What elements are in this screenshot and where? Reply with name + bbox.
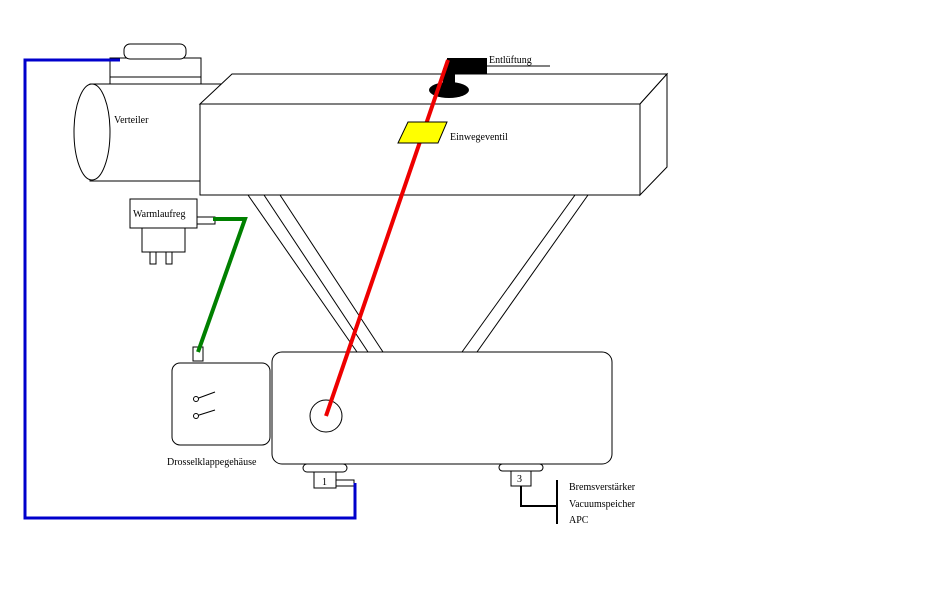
consumer-bremsverstaerker: Bremsverstärker bbox=[569, 482, 636, 493]
consumer-vacuumspeicher: Vacuumspeicher bbox=[569, 499, 636, 510]
intake-plenum bbox=[198, 72, 669, 197]
einwegeventil-label: Einwegeventil bbox=[450, 132, 508, 143]
red-hose bbox=[324, 59, 450, 417]
consumer-apc: APC bbox=[569, 515, 589, 526]
verteiler-label: Verteiler bbox=[114, 115, 149, 126]
green-hose bbox=[196, 217, 248, 353]
port-1-label: 1 bbox=[322, 477, 327, 488]
blue-hose bbox=[23, 58, 357, 520]
intake-runners bbox=[247, 194, 589, 353]
vacuum-port-3 bbox=[498, 463, 544, 487]
intake-collector bbox=[271, 351, 613, 465]
vacuum-port-1 bbox=[302, 463, 355, 489]
port-3-label: 3 bbox=[517, 474, 522, 485]
port-3-line bbox=[520, 480, 558, 524]
entlueftung-label: Entlüftung bbox=[489, 55, 532, 66]
vent-fitting bbox=[429, 58, 550, 98]
drosselklappe-label: Drosselklappegehäuse bbox=[167, 457, 257, 468]
warmlaufreg-label: Warmlaufreg bbox=[133, 209, 186, 220]
throttle-body bbox=[171, 346, 271, 446]
one-way-valve bbox=[397, 121, 448, 144]
warmup-regulator bbox=[129, 198, 216, 265]
